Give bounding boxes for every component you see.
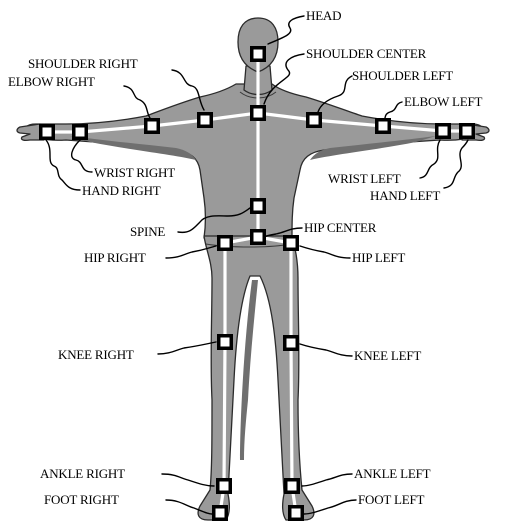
leader-hip-left	[300, 246, 350, 258]
joint-shoulder-left	[306, 112, 322, 128]
leader-hand-left	[444, 140, 468, 188]
label-wrist-left: WRIST LEFT	[328, 171, 401, 186]
label-hand-left: HAND LEFT	[370, 188, 440, 203]
label-shoulder-center: SHOULDER CENTER	[306, 46, 427, 61]
label-elbow-right: ELBOW RIGHT	[8, 74, 95, 89]
leader-hand-right	[46, 140, 80, 190]
joint-hip-left	[283, 235, 299, 251]
label-knee-right: KNEE RIGHT	[58, 347, 134, 362]
leader-knee-right	[158, 342, 216, 354]
joint-ankle-right	[216, 478, 232, 494]
leader-ankle-right	[162, 474, 214, 486]
figure-leg-shadow	[240, 280, 258, 460]
joint-shoulder-center	[250, 105, 266, 121]
joint-wrist-right	[72, 124, 88, 140]
joint-wrist-left	[435, 123, 451, 139]
joint-ankle-left	[284, 478, 300, 494]
label-spine: SPINE	[130, 224, 165, 239]
leader-wrist-left	[420, 140, 440, 178]
joint-elbow-left	[375, 118, 391, 134]
joint-hand-left	[459, 123, 475, 139]
joint-foot-right	[212, 505, 228, 521]
label-hip-left: HIP LEFT	[352, 250, 405, 265]
label-hip-right: HIP RIGHT	[84, 250, 146, 265]
label-knee-left: KNEE LEFT	[354, 348, 421, 363]
bone-shin-left	[291, 343, 292, 486]
leader-wrist-right	[72, 140, 92, 172]
joint-knee-left	[283, 335, 299, 351]
joint-hand-right	[39, 124, 55, 140]
label-head: HEAD	[306, 8, 341, 23]
leader-elbow-right	[124, 86, 150, 118]
label-foot-left: FOOT LEFT	[358, 492, 424, 507]
label-shoulder-right: SHOULDER RIGHT	[28, 56, 138, 71]
leader-ankle-left	[302, 474, 352, 486]
leader-knee-left	[300, 344, 352, 356]
joint-knee-right	[217, 334, 233, 350]
bone-shin-right	[224, 342, 225, 486]
label-ankle-left: ANKLE LEFT	[354, 466, 431, 481]
figure-legs	[198, 236, 314, 520]
label-shoulder-left: SHOULDER LEFT	[352, 68, 453, 83]
joint-foot-left	[288, 505, 304, 521]
joint-elbow-right	[144, 118, 160, 134]
joint-hip-center	[250, 229, 266, 245]
leader-elbow-left	[384, 102, 402, 120]
label-wrist-right: WRIST RIGHT	[94, 165, 175, 180]
label-ankle-right: ANKLE RIGHT	[40, 466, 125, 481]
label-hip-center: HIP CENTER	[304, 220, 377, 235]
joint-hip-right	[217, 235, 233, 251]
label-elbow-left: ELBOW LEFT	[404, 94, 483, 109]
joint-head	[250, 46, 266, 62]
joint-spine	[250, 198, 266, 214]
joint-shoulder-right	[197, 112, 213, 128]
label-foot-right: FOOT RIGHT	[44, 492, 119, 507]
label-hand-right: HAND RIGHT	[82, 183, 161, 198]
